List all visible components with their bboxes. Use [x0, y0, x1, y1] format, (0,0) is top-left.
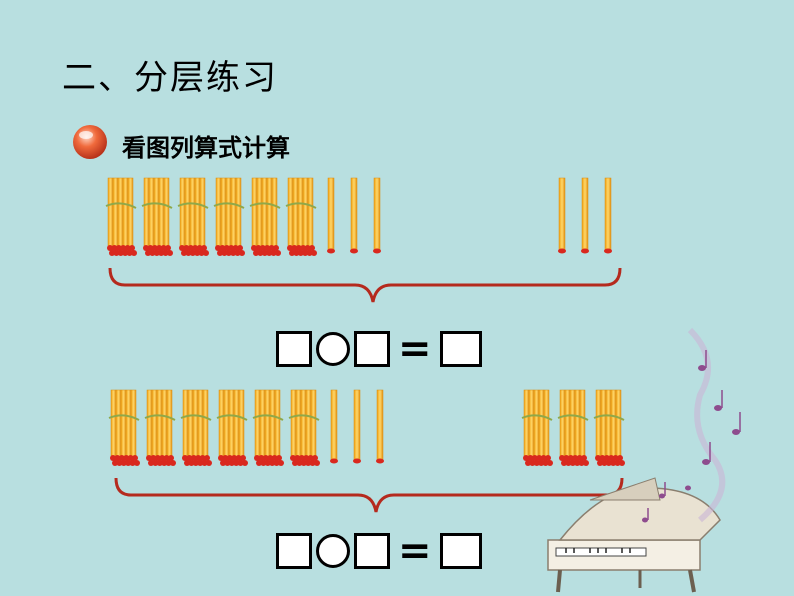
single-stick [376, 389, 384, 464]
stick-bundle [288, 389, 320, 466]
single-stick [353, 389, 361, 464]
answer-box[interactable] [354, 533, 390, 569]
stick-bundle [105, 177, 137, 256]
stick-bundle [213, 177, 245, 256]
stick-bundle [180, 389, 212, 466]
equation-row-1: = [276, 326, 482, 372]
piano-icon [547, 477, 721, 593]
brace-row-1 [108, 267, 622, 303]
result-box[interactable] [439, 331, 482, 367]
single-stick [373, 177, 381, 254]
stick-bundle [249, 177, 281, 256]
result-box[interactable] [439, 533, 482, 569]
equals-sign: = [398, 528, 432, 574]
music-note-icon [642, 327, 741, 523]
single-stick [327, 177, 335, 254]
stick-bundle [557, 389, 589, 466]
stick-bundle [141, 177, 173, 256]
single-stick [330, 389, 338, 464]
page-title: 二、分层练习 [62, 58, 278, 98]
single-stick [604, 177, 612, 254]
single-stick [558, 177, 566, 254]
stick-bundle [252, 389, 284, 466]
brace-row-2 [114, 477, 624, 513]
stick-bundle [177, 177, 209, 256]
equation-row-2: = [276, 528, 482, 574]
ball-bullet-icon [73, 125, 107, 159]
answer-box[interactable] [354, 331, 390, 367]
answer-box[interactable] [276, 331, 312, 367]
stick-bundle [593, 389, 625, 466]
stick-bundle [521, 389, 553, 466]
operator-circle[interactable] [316, 534, 350, 568]
single-stick [581, 177, 589, 254]
stick-bundle [285, 177, 317, 256]
single-stick [350, 177, 358, 254]
stick-bundle [144, 389, 176, 466]
equals-sign: = [398, 326, 432, 372]
answer-box[interactable] [276, 533, 312, 569]
stick-bundle [216, 389, 248, 466]
stick-bundle [108, 389, 140, 466]
section-label: 看图列算式计算 [122, 134, 290, 162]
operator-circle[interactable] [316, 332, 350, 366]
